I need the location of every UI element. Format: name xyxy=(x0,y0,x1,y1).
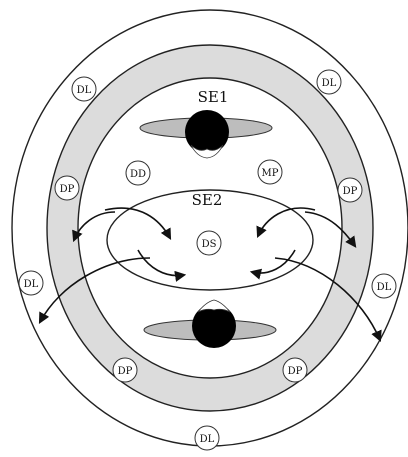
node-mp: MP xyxy=(258,160,282,184)
svg-text:DD: DD xyxy=(130,169,146,180)
node-dp-right: DP xyxy=(338,178,362,202)
se2-label: SE2 xyxy=(192,191,223,209)
node-dl-right: DL xyxy=(372,274,396,298)
node-dl-bottom: DL xyxy=(195,426,219,450)
svg-text:DL: DL xyxy=(377,282,392,293)
svg-text:DP: DP xyxy=(288,366,303,377)
node-dp-bottom-left: DP xyxy=(113,358,137,382)
svg-text:DP: DP xyxy=(343,186,358,197)
node-ds: DS xyxy=(197,231,221,255)
svg-text:MP: MP xyxy=(262,168,279,179)
node-dl-left: DL xyxy=(19,271,43,295)
node-dp-bottom-right: DP xyxy=(283,358,307,382)
se1-label: SE1 xyxy=(198,88,229,106)
svg-text:DL: DL xyxy=(77,85,92,96)
node-dl-top-right: DL xyxy=(317,70,341,94)
svg-text:DS: DS xyxy=(202,239,217,250)
svg-text:DP: DP xyxy=(60,184,75,195)
svg-text:DL: DL xyxy=(24,279,39,290)
svg-text:DL: DL xyxy=(322,78,337,89)
svg-text:DP: DP xyxy=(118,366,133,377)
node-dd: DD xyxy=(126,161,150,185)
node-dl-top-left: DL xyxy=(72,77,96,101)
svg-text:DL: DL xyxy=(200,434,215,445)
node-dp-left: DP xyxy=(55,176,79,200)
